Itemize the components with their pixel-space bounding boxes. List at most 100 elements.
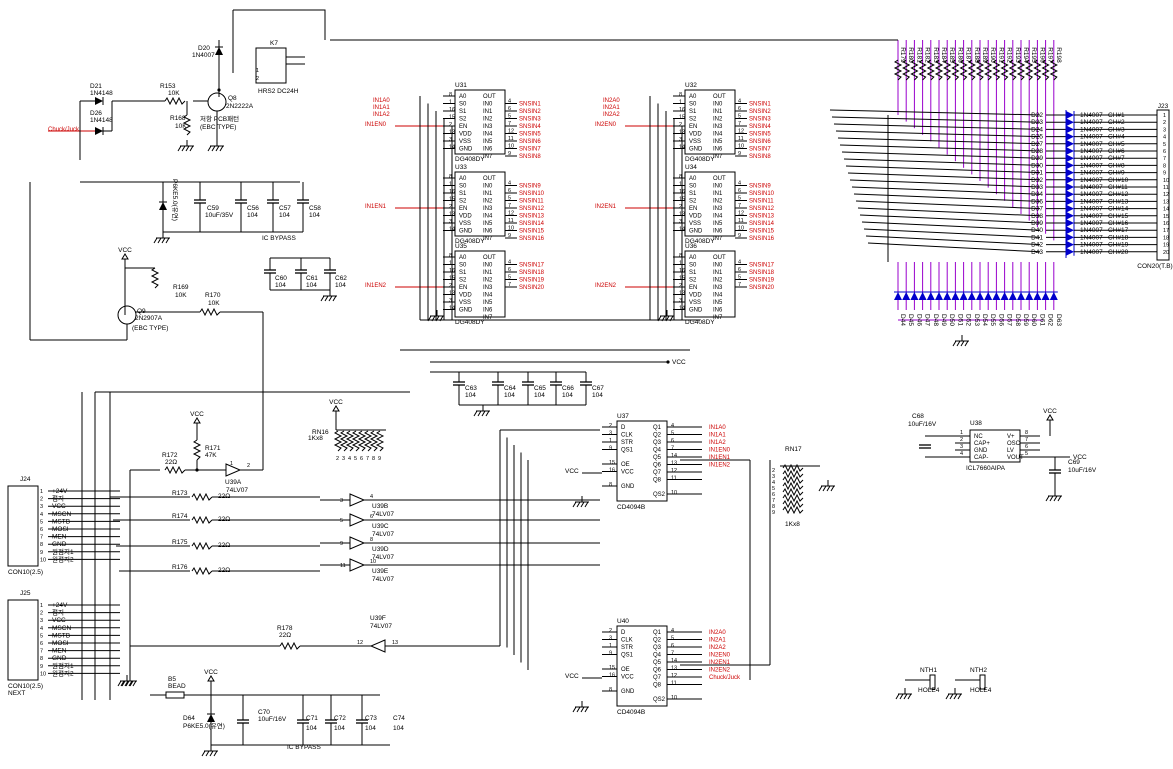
ground-hatch	[128, 680, 133, 687]
ground-hatch	[209, 750, 214, 757]
signal-label: SNSIN13	[749, 214, 775, 220]
pin-name: VDD	[689, 293, 702, 299]
pin-name: S1	[459, 109, 467, 115]
diode-ref: D38	[1031, 213, 1043, 220]
diode-triangle	[1041, 292, 1050, 300]
rn16-resistor	[351, 430, 361, 452]
ground-hatch	[201, 750, 206, 757]
bead	[165, 691, 185, 699]
pin-name: VCC	[621, 675, 634, 681]
pin-name: STR	[621, 440, 634, 446]
shift-output-label: IN2EN0	[709, 653, 731, 659]
pin-name: OE	[621, 667, 630, 673]
pin-name: VDD	[459, 293, 472, 299]
pin-number: 3	[679, 137, 682, 143]
ground-hatch	[899, 693, 904, 700]
pin-number: 8	[609, 482, 612, 488]
pin-number: 9	[508, 233, 511, 239]
diode-triangle	[1025, 292, 1034, 300]
resistor-label: R188	[973, 47, 980, 63]
diode-triangle	[1066, 240, 1074, 249]
ic-ref: U37	[617, 413, 629, 420]
vcc-label: VCC	[204, 669, 218, 676]
cap-value: 104	[247, 212, 258, 219]
pin-number: 6	[671, 643, 674, 649]
resistor-label: R185	[948, 47, 955, 63]
pin-number: 1	[960, 430, 963, 436]
pin-number: 4	[1163, 135, 1166, 141]
diode-triangle	[967, 292, 976, 300]
pin-number: 8	[679, 92, 682, 98]
resistor-ref: R175	[172, 539, 188, 546]
ground-hatch	[205, 750, 210, 757]
pin-number: 6	[738, 267, 741, 273]
rn17-resistor	[782, 505, 804, 515]
shift-output-label: IN2EN1	[709, 660, 731, 666]
pin-number: 2	[960, 437, 963, 443]
channel-label: CH#16	[1108, 220, 1129, 227]
diode-label: D57	[1006, 314, 1013, 326]
channel-resistor	[1025, 59, 1034, 81]
pin-number: 4	[508, 260, 511, 266]
ground-hatch	[211, 145, 216, 152]
diode-label: D49	[940, 314, 947, 326]
pin-number: 7	[40, 649, 43, 655]
ic-part: CD4094B	[617, 504, 645, 511]
resistor-label: R189	[981, 47, 988, 63]
ground-hatch	[427, 315, 432, 322]
pin-number: 3	[1163, 127, 1166, 133]
pin-name: D	[621, 630, 626, 636]
cap-value: 104	[306, 282, 317, 289]
enable-label: IN2EN0	[595, 122, 617, 128]
diode-part: 1N4007	[1080, 162, 1103, 169]
pin-name: IN6	[713, 229, 723, 235]
signal-label: SNSIN20	[519, 285, 545, 291]
ic-part: DG408DY	[455, 156, 485, 163]
connector-ref: J25	[20, 590, 31, 597]
ground-hatch	[125, 680, 130, 687]
pin-name: VSS	[689, 139, 701, 145]
channel-wire	[855, 200, 1041, 210]
pin-number: 10	[738, 226, 744, 232]
pin-number: 9	[1163, 171, 1166, 177]
diode-triangle	[1066, 147, 1074, 155]
pin-name: Q1	[653, 425, 662, 431]
c59-value: 10uF/35V	[205, 212, 234, 219]
u38-part: ICL7660AIPA	[966, 465, 1006, 472]
ground-hatch	[177, 145, 182, 152]
pin-name: EN	[459, 285, 467, 291]
pin-name: STR	[621, 645, 634, 651]
signal-label: SNSIN5	[749, 132, 771, 138]
rn17-resistor	[782, 481, 804, 491]
pin-number: 19	[1163, 243, 1169, 249]
channel-wire	[847, 172, 1041, 181]
pin-name: IN4	[483, 214, 493, 220]
signal-label: SNSIN15	[519, 229, 545, 235]
buffer-part: 74LV07	[372, 531, 394, 538]
pin-name: VSS	[689, 300, 701, 306]
pin-number: 4	[671, 628, 674, 634]
pin-number: 6	[772, 492, 775, 498]
channel-wire	[859, 214, 1041, 224]
mux-ic-u34	[684, 171, 736, 237]
channel-label: CH#2	[1108, 119, 1125, 126]
pin-number: 9	[508, 151, 511, 157]
pin-number: 13	[679, 212, 685, 218]
diode-label: D47	[924, 314, 931, 326]
d63-part: P6KE5.0(유연)	[171, 179, 179, 221]
diode-ref: D33	[1031, 184, 1043, 191]
pin-number: 8	[40, 656, 43, 662]
diode-part: 1N4007	[1080, 141, 1103, 148]
pin-number: 11	[738, 218, 744, 224]
nth2-ref: NTH2	[970, 667, 987, 674]
pin-name: S2	[459, 199, 467, 205]
ground-hatch	[1045, 495, 1050, 502]
pin-number: 4	[40, 512, 43, 518]
signal-label: SNSIN4	[519, 124, 541, 130]
ground-hatch	[477, 410, 482, 417]
pin-number: 8	[1025, 430, 1028, 436]
mux-ic-u35	[454, 250, 506, 318]
j24-connector	[7, 485, 39, 567]
pin-name: D	[621, 425, 626, 431]
channel-resistor	[926, 59, 935, 81]
